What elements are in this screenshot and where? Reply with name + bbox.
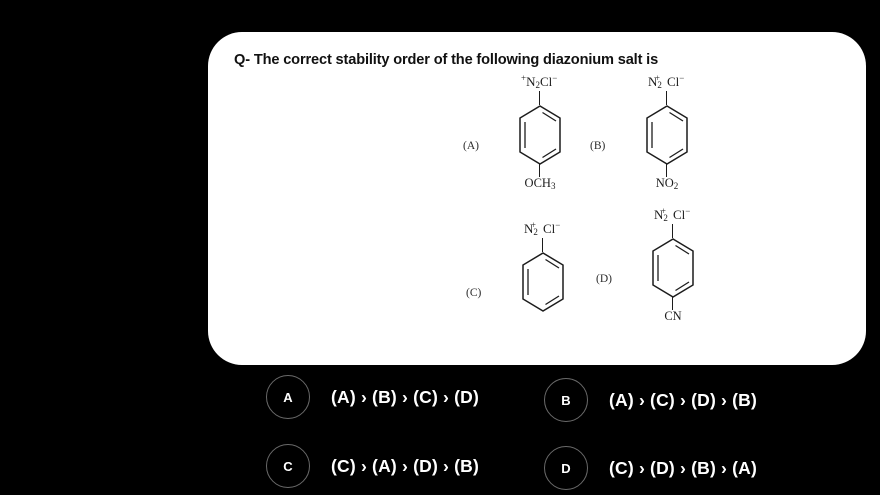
option-a-text[interactable]: (A) › (B) › (C) › (D) — [331, 386, 480, 407]
option-b-badge[interactable]: B — [544, 378, 588, 422]
structure-d-top-group: N2+Cl− — [654, 206, 691, 223]
structure-b-bottom-group: NO2 — [655, 176, 679, 191]
bond-top — [672, 224, 674, 238]
question-card: Q- The correct stability order of the fo… — [208, 32, 866, 365]
structure-d: (D) N2+Cl− — [596, 207, 746, 347]
option-a[interactable]: A (A) › (B) › (C) › (D) — [266, 375, 479, 419]
structure-c: (C) N2+Cl− — [466, 221, 616, 361]
structure-b-label: (B) — [590, 140, 606, 152]
bond-top — [542, 238, 544, 252]
bond-top — [539, 91, 541, 105]
benzene-ring-icon — [645, 105, 689, 165]
structure-c-label: (C) — [466, 287, 482, 299]
benzene-ring-icon — [521, 252, 565, 312]
bond-top — [666, 91, 668, 105]
bond-bottom — [539, 164, 541, 177]
option-d-badge[interactable]: D — [544, 446, 588, 490]
answer-options: A (A) › (B) › (C) › (D) B (A) › (C) › (D… — [0, 366, 880, 495]
benzene-ring-icon — [518, 105, 562, 165]
option-b[interactable]: B (A) › (C) › (D) › (B) — [544, 378, 757, 422]
structure-d-molecule: N2+Cl− CN — [630, 207, 740, 347]
option-c-text[interactable]: (C) › (A) › (D) › (B) — [331, 455, 480, 476]
structure-a-bottom-group: OCH3 — [524, 176, 556, 191]
bond-bottom — [666, 164, 668, 177]
option-c-badge[interactable]: C — [266, 444, 310, 488]
option-b-text[interactable]: (A) › (C) › (D) › (B) — [609, 389, 758, 410]
option-c[interactable]: C (C) › (A) › (D) › (B) — [266, 444, 479, 488]
structure-a: (A) +N2Cl− — [463, 74, 613, 214]
benzene-ring-icon — [651, 238, 695, 298]
option-a-badge[interactable]: A — [266, 375, 310, 419]
structure-c-top-group: N2+Cl− — [524, 220, 561, 237]
structure-b-molecule: N2+Cl− NO2 — [624, 74, 734, 214]
option-d-text[interactable]: (C) › (D) › (B) › (A) — [609, 457, 758, 478]
structure-b-top-group: N2+Cl− — [648, 73, 685, 90]
structure-a-top-group: +N2Cl− — [521, 73, 558, 90]
bond-bottom — [672, 297, 674, 310]
question-text: Q- The correct stability order of the fo… — [234, 52, 659, 68]
option-d[interactable]: D (C) › (D) › (B) › (A) — [544, 446, 757, 490]
structure-diagram-group: (A) +N2Cl− — [208, 74, 866, 364]
structure-a-molecule: +N2Cl− OCH3 — [497, 74, 607, 214]
structure-b: (B) N2+Cl− — [590, 74, 740, 214]
structure-d-label: (D) — [596, 273, 612, 285]
structure-c-molecule: N2+Cl− — [500, 221, 610, 361]
structure-a-label: (A) — [463, 140, 479, 152]
structure-d-bottom-group: CN — [664, 309, 682, 323]
